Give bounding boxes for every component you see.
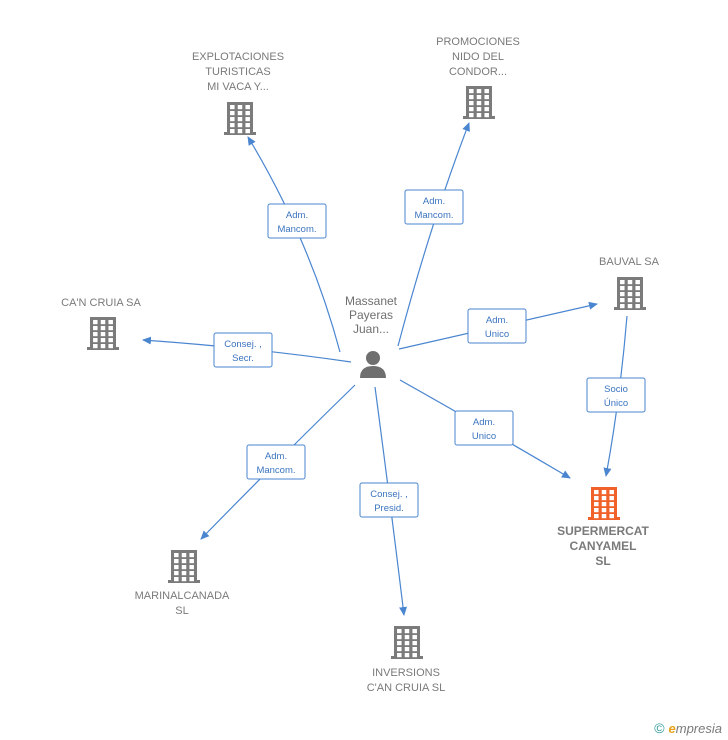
edge-label-box (454, 410, 514, 446)
node-marinalcanada[interactable]: MARINALCANADA SL (135, 550, 230, 617)
edge-label-box (267, 203, 327, 239)
node-label: CONDOR... (449, 66, 507, 78)
node-label: NIDO DEL (452, 51, 504, 63)
node-label: INVERSIONS (372, 667, 440, 679)
node-label: SL (175, 605, 188, 617)
edge-label-text: Mancom. (277, 224, 316, 235)
building-icon (224, 102, 256, 135)
edge-label-box (586, 377, 646, 413)
edge-center-explotaciones (247, 136, 341, 353)
node-label: EXPLOTACIONES (192, 51, 284, 63)
edge-label-text: Mancom. (256, 465, 295, 476)
building-icon (87, 317, 119, 350)
edge-label-box (467, 308, 527, 344)
building-icon (588, 487, 620, 520)
edge-label-text: Adm. (265, 451, 287, 462)
footer-brand: © empresia (654, 720, 722, 736)
edge-label-box (404, 189, 464, 225)
node-promociones[interactable]: PROMOCIONES NIDO DEL CONDOR... (436, 36, 520, 119)
node-label: MI VACA Y... (207, 81, 269, 93)
edge-label-marinalcanada[interactable]: Adm. Mancom. (246, 444, 306, 480)
node-cancruia[interactable]: CA'N CRUIA SA (61, 297, 142, 350)
node-label: CA'N CRUIA SA (61, 297, 141, 309)
person-label: Massanet (345, 294, 398, 308)
node-label: SUPERMERCAT (557, 524, 649, 538)
building-icon (463, 86, 495, 119)
person-label: Juan... (353, 322, 389, 336)
node-bauval[interactable]: BAUVAL SA (599, 256, 660, 310)
edge-label-text: Adm. (423, 196, 445, 207)
person-icon (360, 351, 386, 378)
edge-label-text: Consej. , (370, 489, 408, 500)
brand-logo: empresia (668, 720, 722, 736)
edge-label-text: Socio (604, 384, 628, 395)
building-icon (168, 550, 200, 583)
edge-label-supermercat[interactable]: Adm. Unico (454, 410, 514, 446)
edge-label-box (213, 332, 273, 368)
node-label: BAUVAL SA (599, 256, 660, 268)
node-label: TURISTICAS (205, 66, 270, 78)
node-label: C'AN CRUIA SL (367, 682, 446, 694)
person-label: Payeras (349, 308, 393, 322)
edge-label-text: Presid. (374, 503, 404, 514)
node-label: SL (595, 554, 610, 568)
node-center-person[interactable]: MassanetPayerasJuan... (345, 294, 398, 378)
edge-label-text: Único (604, 398, 628, 409)
node-explotaciones[interactable]: EXPLOTACIONES TURISTICAS MI VACA Y... (192, 51, 284, 135)
edge-label-box (246, 444, 306, 480)
edge-label-explotaciones[interactable]: Adm. Mancom. (267, 203, 327, 239)
edge-center-promociones (397, 122, 470, 347)
node-inversions[interactable]: INVERSIONS C'AN CRUIA SL (367, 626, 446, 694)
copyright-icon: © (654, 720, 665, 736)
edge-label-text: Adm. (486, 315, 508, 326)
edge-label-inversions[interactable]: Consej. , Presid. (359, 482, 419, 518)
edge-label-promociones[interactable]: Adm. Mancom. (404, 189, 464, 225)
edge-label-text: Adm. (286, 210, 308, 221)
building-icon (614, 277, 646, 310)
edge-label-bauval[interactable]: Adm. Unico (467, 308, 527, 344)
edge-label-box (359, 482, 419, 518)
edge-label-text: Adm. (473, 417, 495, 428)
edge-label-cancruia[interactable]: Consej. , Secr. (213, 332, 273, 368)
edge-label-text: Consej. , (224, 339, 262, 350)
building-icon (391, 626, 423, 659)
edge-label-text: Unico (485, 329, 509, 340)
edge-label-text: Mancom. (414, 210, 453, 221)
edge-label-text: Unico (472, 431, 496, 442)
edge-label-text: Secr. (232, 353, 254, 364)
node-label: MARINALCANADA (135, 590, 230, 602)
node-label: PROMOCIONES (436, 36, 520, 48)
node-label: CANYAMEL (570, 539, 637, 553)
